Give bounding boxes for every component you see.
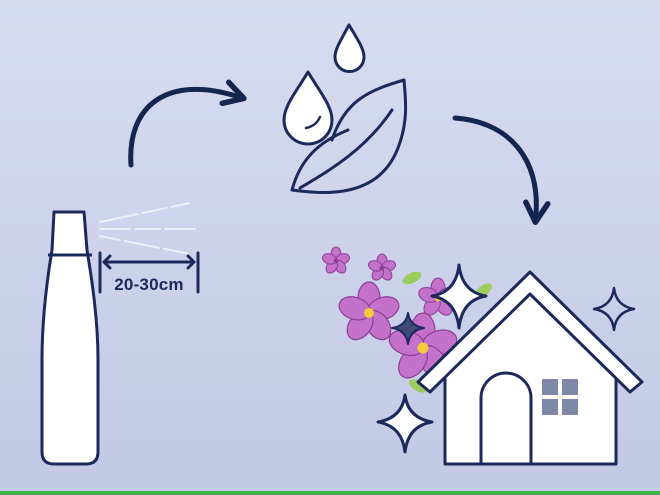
distance-measure bbox=[98, 251, 200, 294]
water-drop-icon bbox=[333, 23, 366, 73]
bottom-strip bbox=[0, 491, 660, 495]
sparkle-icon bbox=[391, 312, 425, 345]
flower-icon bbox=[338, 281, 400, 341]
curved-arrow-icon bbox=[128, 79, 247, 168]
curved-arrow-icon bbox=[452, 115, 551, 225]
sparkle-icon bbox=[376, 393, 434, 454]
sparkle-icon bbox=[430, 263, 488, 330]
door bbox=[479, 371, 533, 466]
distance-label: 20-30cm bbox=[114, 275, 184, 294]
flower-cluster bbox=[322, 246, 492, 393]
sparkle-icon bbox=[592, 286, 636, 332]
spray-bottle-icon bbox=[40, 210, 100, 466]
house-icon bbox=[416, 270, 644, 466]
flower-icon bbox=[322, 246, 350, 274]
spray-mist-lines bbox=[99, 202, 197, 255]
leaf-icon bbox=[290, 78, 408, 194]
flower-icon bbox=[368, 253, 396, 281]
window bbox=[542, 379, 578, 415]
water-drop-icon bbox=[282, 70, 334, 146]
